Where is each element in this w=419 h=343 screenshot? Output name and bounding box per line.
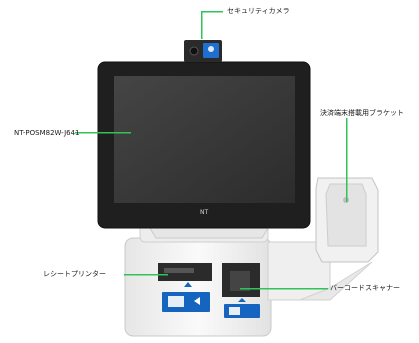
payment-terminal-bracket <box>299 177 379 301</box>
touch-monitor <box>97 61 311 229</box>
leader-lines <box>75 11 348 290</box>
barcode-scanner <box>222 263 260 318</box>
callout-model-name: NT-POSM82W-J641 <box>14 129 80 137</box>
callout-security-camera: セキュリティカメラ <box>227 7 290 15</box>
monitor-logo: NT <box>200 209 209 216</box>
receipt-printer <box>158 263 212 312</box>
callout-barcode-scanner: バーコードスキャナー <box>330 284 400 292</box>
callout-payment-bracket: 決済端末搭載用ブラケット <box>320 109 404 117</box>
security-camera <box>184 40 222 62</box>
callout-receipt-printer: レシートプリンター <box>43 270 106 278</box>
